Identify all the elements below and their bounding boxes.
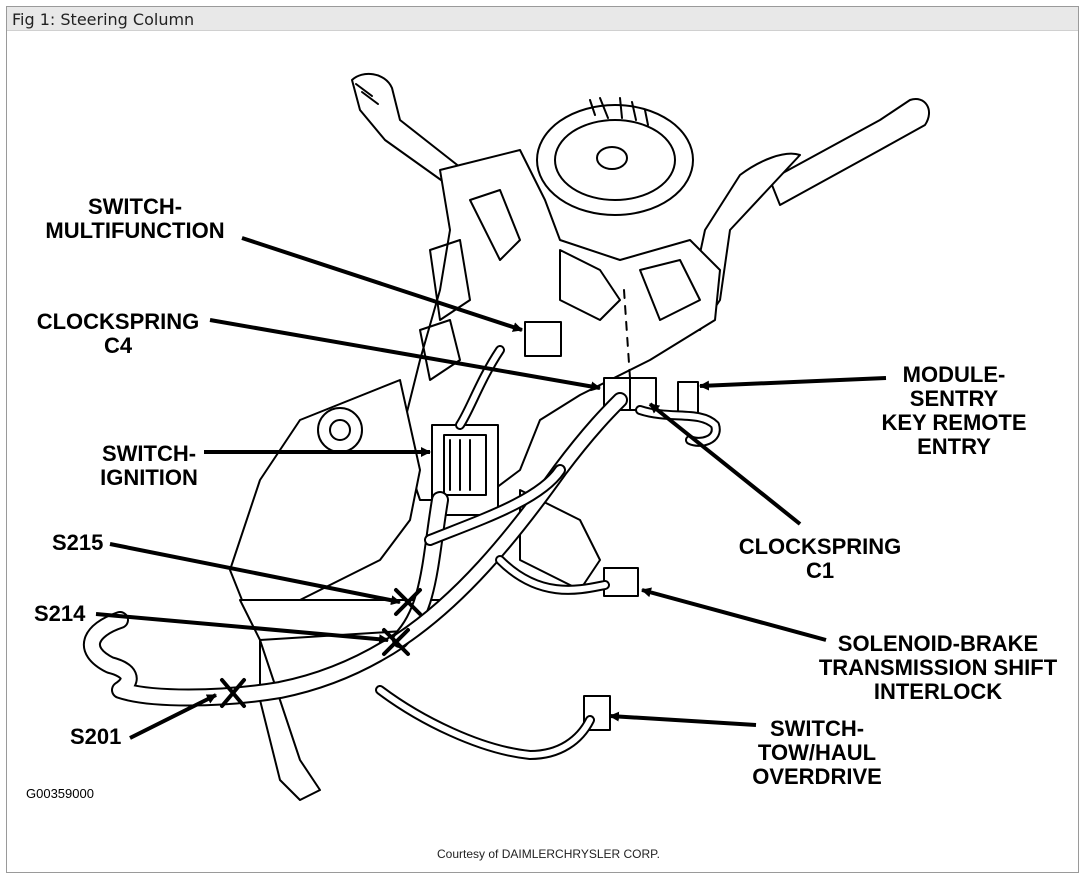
label-s214: S214 [34, 601, 86, 626]
label-line: CLOCKSPRING [36, 309, 200, 334]
label-line: MODULE- [902, 362, 1006, 387]
label-solenoid-brake: SOLENOID-BRAKE TRANSMISSION SHIFT INTERL… [812, 632, 1064, 704]
arrow-clockspring-c4 [209, 318, 601, 392]
label-clockspring-c4: CLOCKSPRING C4 [26, 310, 210, 358]
arrow-clockspring-c1 [648, 402, 802, 526]
arrow-solenoid-brake [641, 587, 827, 642]
label-line: OVERDRIVE [752, 764, 882, 789]
label-line: IGNITION [100, 465, 198, 490]
label-line: MULTIFUNCTION [45, 218, 225, 243]
arrow-s215 [109, 542, 401, 606]
label-clockspring-c1: CLOCKSPRING C1 [730, 535, 910, 583]
label-line: SWITCH- [87, 194, 183, 219]
column-illustration [82, 72, 930, 801]
arrow-switch-multifunction [241, 236, 523, 332]
label-line: INTERLOCK [873, 679, 1003, 704]
courtesy-note: Courtesy of DAIMLERCHRYSLER CORP. [437, 847, 660, 861]
leader-arrows [95, 236, 887, 740]
label-line: C1 [805, 558, 835, 583]
caption-bar: Fig 1: Steering Column [7, 7, 1078, 31]
figure-caption: Fig 1: Steering Column [12, 10, 195, 29]
arrow-module-sentry [699, 376, 887, 391]
label-s201: S201 [70, 724, 122, 749]
label-line: TRANSMISSION SHIFT [818, 655, 1058, 680]
label-switch-ignition: SWITCH- IGNITION [94, 442, 204, 490]
label-line: SENTRY [909, 386, 999, 411]
label-line: TOW/HAUL [757, 740, 877, 765]
label-line: C4 [103, 333, 133, 358]
label-module-sentry: MODULE- SENTRY KEY REMOTE ENTRY [872, 363, 1036, 459]
label-switch-multifunction: SWITCH- MULTIFUNCTION [40, 195, 230, 243]
label-line: SWITCH- [101, 441, 197, 466]
splice-s214-mark [382, 628, 410, 656]
splice-s215-mark [394, 588, 422, 616]
figure-code: G00359000 [26, 786, 94, 801]
arrow-s201 [129, 693, 217, 740]
arrow-s214 [95, 612, 389, 645]
label-s215: S215 [52, 530, 104, 555]
label-line: CLOCKSPRING [738, 534, 902, 559]
label-line: ENTRY [917, 434, 991, 459]
label-switch-tow-haul: SWITCH- TOW/HAUL OVERDRIVE [744, 717, 890, 789]
arrow-switch-tow-haul [609, 711, 757, 727]
splice-s201-mark [220, 678, 246, 708]
label-line: KEY REMOTE [881, 410, 1027, 435]
label-line: SOLENOID-BRAKE [837, 631, 1039, 656]
label-line: SWITCH- [769, 716, 865, 741]
splice-marks [220, 588, 422, 708]
